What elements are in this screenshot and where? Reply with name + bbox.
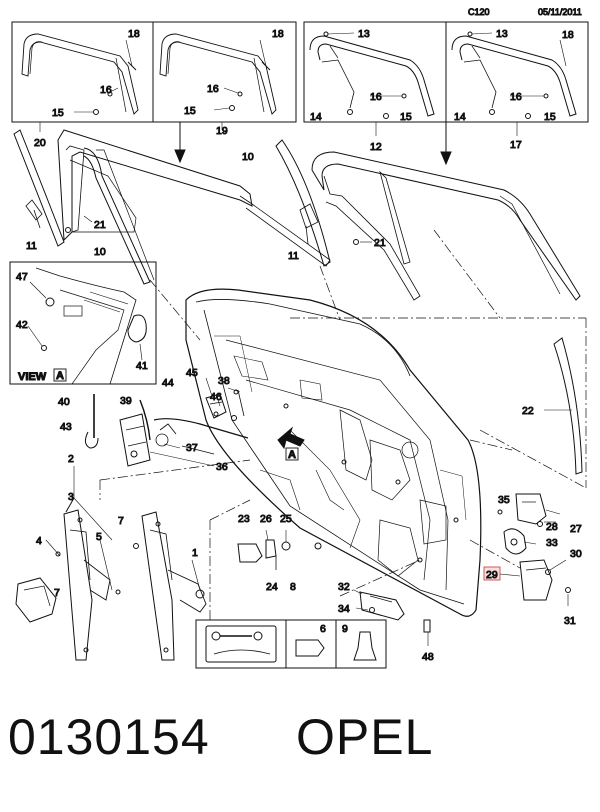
lower-hinge — [359, 591, 405, 621]
callout-31: 31 — [564, 615, 576, 627]
diagram-date: 05/11/2011 — [538, 7, 582, 17]
lower-door-hinge — [519, 559, 571, 601]
callout-10: 10 — [94, 246, 106, 258]
outer-handle-parts — [237, 539, 322, 570]
door-shell — [185, 288, 482, 617]
callout-26: 26 — [260, 513, 272, 525]
view-label-letter: A — [56, 370, 64, 382]
brand-name: OPEL — [296, 709, 434, 765]
callout-41: 41 — [136, 360, 148, 372]
callout-25: 25 — [280, 513, 292, 525]
callout-46: 46 — [210, 391, 222, 403]
front-channel-strip — [13, 129, 65, 247]
info-box — [195, 619, 387, 669]
view-label-text: VIEW — [18, 371, 47, 383]
callout-28: 28 — [546, 521, 558, 533]
inset-rear-frames — [303, 21, 589, 123]
callout-12: 12 — [370, 141, 382, 153]
callout-39: 39 — [120, 395, 132, 407]
callout-48: 48 — [422, 651, 434, 663]
callout-14: 14 — [454, 111, 466, 123]
view-a-marker-letter: A — [288, 449, 296, 461]
callout-18: 18 — [562, 29, 574, 41]
callout-21: 21 — [374, 237, 386, 249]
callout-47: 47 — [16, 271, 28, 283]
callout-6: 6 — [320, 623, 326, 635]
view-a-caption: VIEW A — [18, 368, 67, 384]
callout-4: 4 — [36, 535, 42, 547]
callout-21: 21 — [94, 219, 106, 231]
callout-10: 10 — [242, 151, 254, 163]
callout-8: 8 — [290, 581, 296, 593]
callout-29-highlight: 29 — [483, 566, 521, 582]
window-regulator-left — [15, 509, 121, 661]
manual-wrench-icon — [205, 625, 277, 663]
diagram-code: C120 — [468, 7, 490, 17]
callout-15: 15 — [52, 107, 64, 119]
lock-actuator — [119, 413, 151, 467]
callout-35: 35 — [498, 494, 510, 506]
callout-44: 44 — [162, 377, 174, 389]
callout-15: 15 — [544, 111, 556, 123]
callout-43: 43 — [60, 421, 72, 433]
callout-40: 40 — [58, 396, 70, 408]
callout-36: 36 — [216, 461, 228, 473]
callout-15: 15 — [184, 105, 196, 117]
callout-2: 2 — [68, 453, 74, 465]
callout-15: 15 — [400, 111, 412, 123]
callout-16: 16 — [100, 84, 112, 96]
callout-37: 37 — [186, 442, 198, 454]
callout-34: 34 — [338, 603, 350, 615]
callout-16: 16 — [207, 83, 219, 95]
upper-hinge — [497, 493, 547, 527]
callout-19: 19 — [216, 125, 228, 137]
grease-bottle-icon — [353, 631, 377, 661]
callout-9: 9 — [342, 623, 348, 635]
lock-rods — [84, 394, 249, 455]
callout-7: 7 — [118, 515, 124, 527]
callout-13: 13 — [496, 28, 508, 40]
callout-18: 18 — [128, 28, 140, 40]
callout-30: 30 — [570, 548, 582, 560]
callout-42: 42 — [16, 319, 28, 331]
callout-29: 29 — [486, 569, 498, 581]
view-a-arrow: A — [277, 426, 305, 462]
callout-24: 24 — [266, 581, 278, 593]
door-check — [503, 528, 527, 555]
callout-20: 20 — [34, 137, 46, 149]
view-a-inset — [9, 261, 157, 385]
callout-16: 16 — [510, 91, 522, 103]
callout-23: 23 — [238, 513, 250, 525]
callout-5: 5 — [96, 531, 102, 543]
latch-assembly — [205, 389, 245, 421]
callout-27: 27 — [570, 523, 582, 535]
callout-7: 7 — [54, 587, 60, 599]
adhesive-tube-icon — [295, 639, 325, 657]
callout-14: 14 — [310, 111, 322, 123]
door-window-frame-left — [57, 129, 331, 285]
callout-11: 11 — [26, 240, 37, 252]
callout-16: 16 — [370, 91, 382, 103]
arrow-down-right — [440, 122, 452, 166]
callout-38: 38 — [218, 375, 230, 387]
callout-1: 1 — [192, 547, 198, 559]
callout-22: 22 — [522, 405, 534, 417]
callout-32: 32 — [338, 581, 350, 593]
callout-11: 11 — [288, 250, 299, 262]
weatherstrip-22 — [553, 337, 583, 475]
callout-33: 33 — [546, 537, 558, 549]
channel-middle — [275, 139, 331, 267]
callout-17: 17 — [510, 139, 522, 151]
part-number: 0130154 — [8, 709, 210, 765]
callout-45: 45 — [186, 367, 198, 379]
door-window-frame-right — [311, 151, 581, 301]
inset-front-channels — [11, 21, 297, 123]
callout-3: 3 — [68, 491, 74, 503]
callout-18: 18 — [272, 28, 284, 40]
callout-13: 13 — [358, 28, 370, 40]
arrow-down-left — [174, 122, 186, 164]
